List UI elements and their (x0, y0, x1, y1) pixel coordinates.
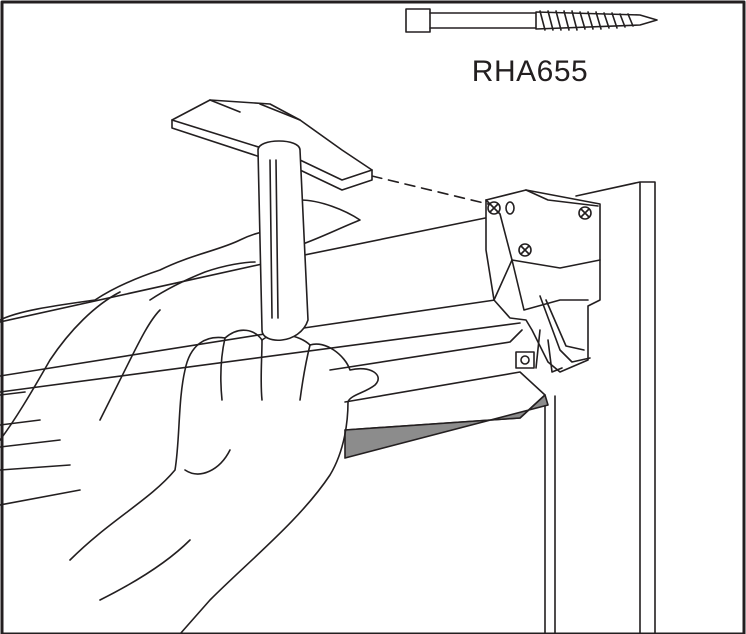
hammer-icon (171, 99, 373, 342)
screw-icon (405, 8, 658, 33)
hand-icon (0, 199, 361, 441)
bracket-icon (485, 189, 601, 373)
roller-blind-icon (0, 214, 549, 506)
hand-icon (69, 329, 379, 634)
screw-part-number: RHA655 (471, 55, 589, 88)
guide-line (371, 175, 489, 205)
window-frame-icon (544, 181, 656, 634)
